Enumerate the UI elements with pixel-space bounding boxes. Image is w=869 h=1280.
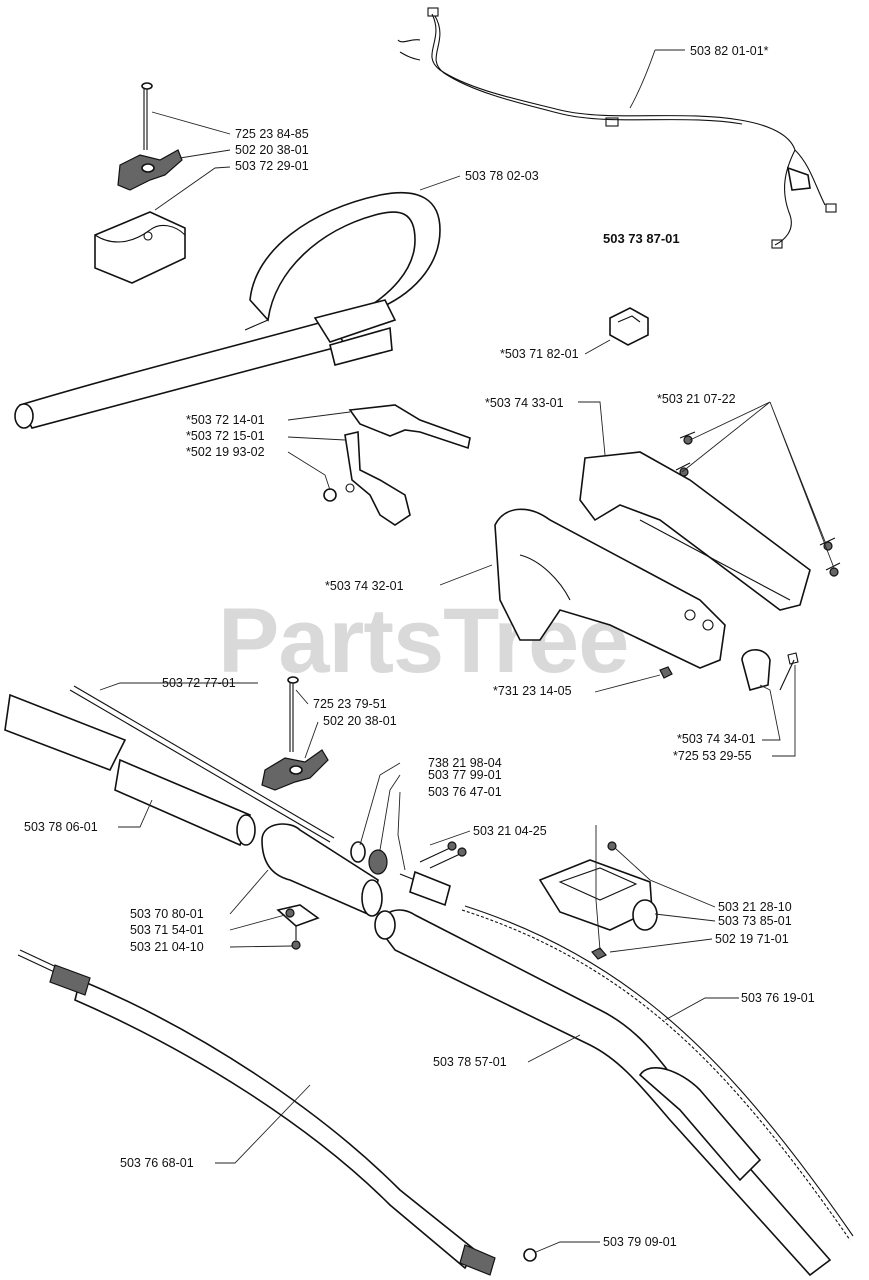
throttle-trigger-part [323, 404, 471, 526]
label-flex-shaft: 503 76 68-01 [120, 1156, 194, 1170]
label-drive-shaft: 503 76 19-01 [741, 991, 815, 1005]
label-throttle-cable: 503 72 77-01 [162, 676, 236, 690]
label-coupler-screw: 503 21 04-10 [130, 940, 204, 954]
upper-tube-part [4, 693, 256, 847]
label-throttle-half-right: *503 74 33-01 [485, 396, 564, 410]
wire-harness-part [397, 7, 837, 249]
label-throttle-half-left: *503 74 32-01 [325, 579, 404, 593]
label-throttle-lockout: *503 72 15-01 [186, 429, 265, 443]
flex-shaft-part [17, 949, 537, 1276]
label-knob-top: 502 20 38-01 [235, 143, 309, 157]
label-shaft-end: 503 79 09-01 [603, 1235, 677, 1249]
mid-screw-knob [261, 676, 329, 791]
label-spring-lockout: *502 19 93-02 [186, 445, 265, 459]
label-loop-handle: 503 78 02-03 [465, 169, 539, 183]
label-coupler-clamp: 503 71 54-01 [130, 923, 204, 937]
throttle-handle-halves [494, 431, 841, 691]
label-nut-bracket: 502 19 71-01 [715, 932, 789, 946]
leader-lines [99, 49, 835, 1253]
top-screw-knob-clamp [94, 82, 186, 284]
label-knob-mid: 502 20 38-01 [323, 714, 397, 728]
bracket-part [538, 841, 658, 960]
label-screw-top: 725 23 84-85 [235, 127, 309, 141]
label-clamp-handle: *503 74 34-01 [677, 732, 756, 746]
label-bushing-c: 503 76 47-01 [428, 785, 502, 799]
label-nut-handle: *731 23 14-05 [493, 684, 572, 698]
label-wire-harness: 503 82 01-01* [690, 44, 769, 58]
coupler-screws [419, 841, 467, 869]
loop-handle-part [14, 191, 441, 429]
label-bushing-b: 503 77 99-01 [428, 768, 502, 782]
label-switch: *503 71 82-01 [500, 347, 579, 361]
switch-part [609, 307, 649, 346]
coupler-part [261, 823, 383, 950]
label-screws-handle: *503 21 07-22 [657, 392, 736, 406]
label-tube-upper: 503 78 06-01 [24, 820, 98, 834]
label-screws-coupler: 503 21 04-25 [473, 824, 547, 838]
label-clamp-top: 503 72 29-01 [235, 159, 309, 173]
label-tube-lower: 503 78 57-01 [433, 1055, 507, 1069]
label-coupler: 503 70 80-01 [130, 907, 204, 921]
label-screw-clamp: *725 53 29-55 [673, 749, 752, 763]
label-handle-assembly: 503 73 87-01 [603, 231, 680, 246]
throttle-cable-part [69, 685, 335, 843]
drive-shaft-part [461, 905, 854, 1241]
label-screw-bracket: 503 21 28-10 [718, 900, 792, 914]
label-screw-mid: 725 23 79-51 [313, 697, 387, 711]
part-labels: 503 82 01-01* 725 23 84-85 502 20 38-01 … [24, 44, 815, 1249]
lower-tube-part [374, 909, 832, 1277]
bushings-part [350, 841, 451, 907]
label-throttle-trigger: *503 72 14-01 [186, 413, 265, 427]
label-bracket: 503 73 85-01 [718, 914, 792, 928]
label-bushing-a: 738 21 98-04 [428, 756, 502, 770]
